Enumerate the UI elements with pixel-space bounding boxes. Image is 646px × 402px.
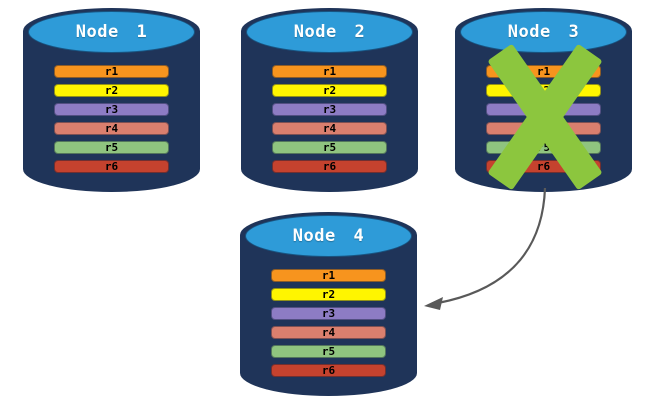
row-label: r4 xyxy=(536,122,551,135)
replica-row-r2: r2 xyxy=(486,84,601,97)
replica-row-r1: r1 xyxy=(54,65,169,78)
row-label: r5 xyxy=(321,345,336,358)
node-rows: r1 r2 r3 r4 r5 r6 xyxy=(271,269,386,377)
replica-row-r2: r2 xyxy=(272,84,387,97)
replica-row-r4: r4 xyxy=(486,122,601,135)
row-label: r5 xyxy=(104,141,119,154)
replica-row-r3: r3 xyxy=(271,307,386,320)
cylinder-top-face: Node 4 xyxy=(245,215,412,257)
node-rows: r1 r2 r3 r4 r5 r6 xyxy=(272,65,387,173)
row-label: r4 xyxy=(104,122,119,135)
arrowhead-icon xyxy=(424,297,443,310)
node-title: Node 2 xyxy=(293,21,366,42)
row-label: r1 xyxy=(322,65,337,78)
row-label: r2 xyxy=(104,84,119,97)
replica-row-r1: r1 xyxy=(486,65,601,78)
cylinder-top-face: Node 1 xyxy=(28,11,195,53)
row-label: r6 xyxy=(536,160,551,173)
replica-row-r3: r3 xyxy=(272,103,387,116)
row-label: r5 xyxy=(322,141,337,154)
row-label: r3 xyxy=(322,103,337,116)
cylinder-top-face: Node 2 xyxy=(246,11,413,53)
row-label: r1 xyxy=(321,269,336,282)
replica-row-r5: r5 xyxy=(54,141,169,154)
replica-row-r6: r6 xyxy=(271,364,386,377)
row-label: r2 xyxy=(322,84,337,97)
cylinder-top-face: Node 3 xyxy=(460,11,627,53)
node-rows: r1 r2 r3 r4 r5 r6 xyxy=(486,65,601,173)
row-label: r6 xyxy=(104,160,119,173)
replica-row-r5: r5 xyxy=(271,345,386,358)
row-label: r1 xyxy=(536,65,551,78)
row-label: r3 xyxy=(536,103,551,116)
replica-row-r6: r6 xyxy=(486,160,601,173)
row-label: r3 xyxy=(104,103,119,116)
row-label: r2 xyxy=(321,288,336,301)
replica-row-r1: r1 xyxy=(271,269,386,282)
row-label: r3 xyxy=(321,307,336,320)
replica-row-r4: r4 xyxy=(54,122,169,135)
replica-row-r5: r5 xyxy=(272,141,387,154)
replica-row-r3: r3 xyxy=(54,103,169,116)
db-node-2: Node 2 r1 r2 r3 r4 r5 r6 xyxy=(241,8,418,192)
replica-row-r6: r6 xyxy=(54,160,169,173)
replica-row-r2: r2 xyxy=(271,288,386,301)
row-label: r5 xyxy=(536,141,551,154)
node-title: Node 4 xyxy=(292,225,365,246)
node-title: Node 3 xyxy=(507,21,580,42)
replica-row-r3: r3 xyxy=(486,103,601,116)
row-label: r6 xyxy=(321,364,336,377)
failover-arrow-line xyxy=(437,187,547,305)
row-label: r4 xyxy=(321,326,336,339)
replica-row-r2: r2 xyxy=(54,84,169,97)
replica-row-r1: r1 xyxy=(272,65,387,78)
row-label: r6 xyxy=(322,160,337,173)
replica-row-r4: r4 xyxy=(272,122,387,135)
row-label: r1 xyxy=(104,65,119,78)
node-rows: r1 r2 r3 r4 r5 r6 xyxy=(54,65,169,173)
replica-row-r4: r4 xyxy=(271,326,386,339)
db-node-3: Node 3 r1 r2 r3 r4 r5 r6 xyxy=(455,8,632,192)
db-node-1: Node 1 r1 r2 r3 r4 r5 r6 xyxy=(23,8,200,192)
row-label: r4 xyxy=(322,122,337,135)
replica-row-r5: r5 xyxy=(486,141,601,154)
node-title: Node 1 xyxy=(75,21,148,42)
row-label: r2 xyxy=(536,84,551,97)
db-node-4: Node 4 r1 r2 r3 r4 r5 r6 xyxy=(240,212,417,396)
replica-row-r6: r6 xyxy=(272,160,387,173)
